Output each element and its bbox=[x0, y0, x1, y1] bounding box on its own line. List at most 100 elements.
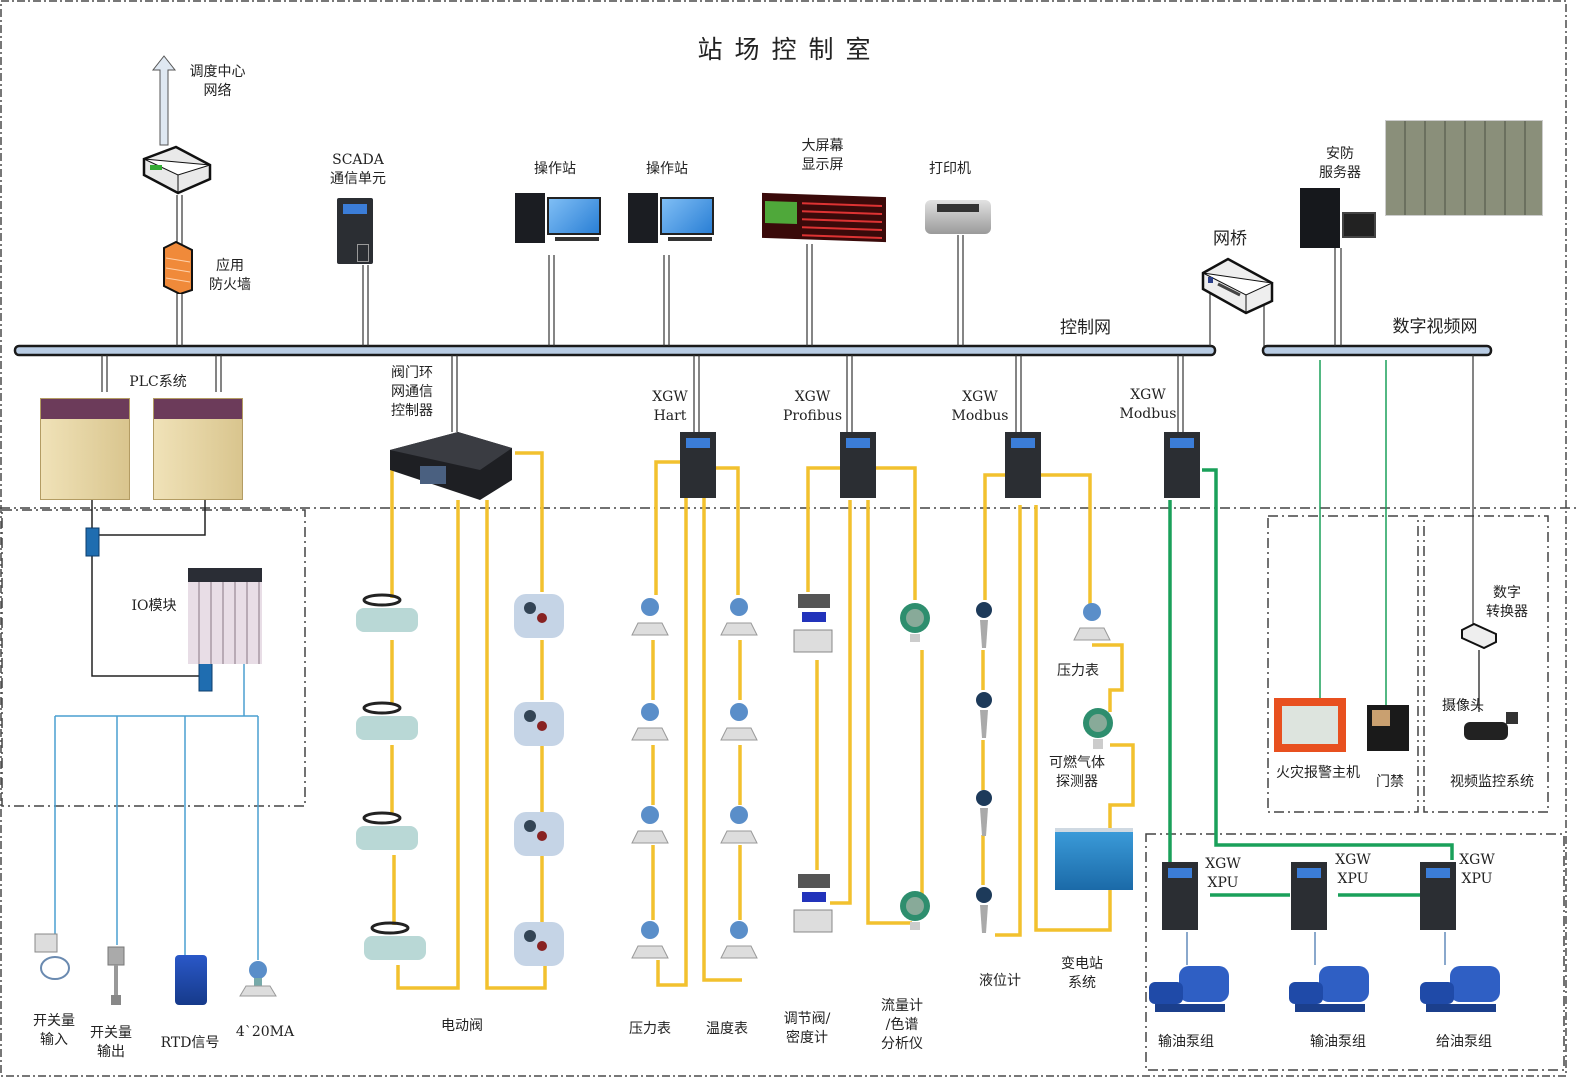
printer-icon[interactable] bbox=[925, 200, 991, 234]
switch-output-label: 开关量 输出 bbox=[90, 1025, 132, 1060]
op-station-2-label: 操作站 bbox=[646, 161, 688, 177]
temperature-transmitter-icon-1 bbox=[717, 595, 761, 639]
transmitter-4-20ma-icon bbox=[236, 958, 280, 1000]
xpu-gateway-icon-2[interactable] bbox=[1291, 862, 1327, 930]
temperature-transmitter-icon-3 bbox=[717, 803, 761, 847]
xgw-modbus-1-label: XGW Modbus bbox=[951, 389, 1009, 424]
rtd-device-icon bbox=[175, 955, 207, 1005]
io-connector-2 bbox=[198, 662, 213, 692]
control-valve-label: 调节阀/ 密度计 bbox=[783, 1011, 831, 1046]
plc-rack-icon-1[interactable] bbox=[40, 398, 130, 500]
digital-converter-label: 数字 转换器 bbox=[1486, 585, 1528, 620]
level-meter-label: 液位计 bbox=[979, 973, 1021, 989]
router-icon[interactable] bbox=[140, 145, 212, 195]
control-network-label: 控制网 bbox=[1060, 318, 1111, 338]
pressure-transmitter-icon-2 bbox=[628, 700, 672, 744]
dispatch-label: 调度中心 网络 bbox=[189, 64, 246, 99]
workstation-icon-1[interactable] bbox=[515, 193, 601, 245]
video-system-label: 视频监控系统 bbox=[1450, 774, 1534, 790]
firewall-icon[interactable] bbox=[162, 240, 194, 294]
scada-gateway-icon[interactable] bbox=[337, 198, 373, 264]
xgw-profibus-gateway-icon[interactable] bbox=[840, 432, 876, 498]
pump-2-label: 输油泵组 bbox=[1310, 1034, 1366, 1050]
plc-rack-icon-2[interactable] bbox=[153, 398, 243, 500]
switch-output-device-icon bbox=[106, 945, 126, 1007]
pressure-gauge-2-label: 压力表 bbox=[1057, 663, 1099, 679]
camera-icon[interactable] bbox=[1462, 710, 1522, 746]
io-module-icon[interactable] bbox=[188, 568, 262, 664]
actuator-icon-2 bbox=[512, 698, 577, 750]
rtd-label: RTD信号 bbox=[160, 1035, 220, 1051]
xgw-profibus-label: XGW Profibus bbox=[782, 389, 843, 424]
gas-detector-label: 可燃气体 探测器 bbox=[1049, 755, 1105, 790]
flowmeter-icon-1 bbox=[895, 600, 935, 644]
xpu-2-label: XGW XPU bbox=[1335, 852, 1371, 887]
electric-valve-icon-4 bbox=[360, 920, 430, 968]
xpu-3-label: XGW XPU bbox=[1459, 852, 1495, 887]
video-wall-thumbnail bbox=[1385, 120, 1543, 216]
io-signal-lines bbox=[54, 650, 259, 960]
io-connector-1 bbox=[85, 527, 100, 557]
temperature-transmitter-icon-2 bbox=[717, 700, 761, 744]
control-valve-icon-2 bbox=[790, 870, 836, 936]
electric-valve-icon-2 bbox=[352, 700, 422, 748]
pressure-transmitter-icon-4 bbox=[628, 918, 672, 962]
switch-input-label: 开关量 输入 bbox=[33, 1013, 75, 1048]
pump-icon-3 bbox=[1416, 962, 1504, 1014]
pump-1-label: 输油泵组 bbox=[1158, 1034, 1214, 1050]
bridge-label: 网桥 bbox=[1213, 229, 1247, 249]
fire-alarm-label: 火灾报警主机 bbox=[1276, 765, 1360, 781]
big-screen-label: 大屏幕 显示屏 bbox=[801, 138, 844, 173]
xgw-hart-gateway-icon[interactable] bbox=[680, 432, 716, 498]
valve-ring-controller-label: 阀门环 网通信 控制器 bbox=[391, 365, 433, 419]
access-control-label: 门禁 bbox=[1376, 774, 1404, 790]
analog-label: 4`20MA bbox=[235, 1024, 295, 1040]
pressure-gauge-label: 压力表 bbox=[629, 1021, 671, 1037]
dispatch-arrow bbox=[151, 55, 177, 146]
valve-ring-controller-icon[interactable] bbox=[388, 430, 513, 500]
flowmeter-icon-2 bbox=[895, 888, 935, 932]
video-frame bbox=[1423, 515, 1549, 813]
xgw-modbus-2-label: XGW Modbus bbox=[1119, 387, 1177, 422]
big-screen-icon[interactable] bbox=[762, 192, 886, 243]
switch-input-device-icon bbox=[33, 932, 75, 982]
pump-frame bbox=[1145, 833, 1565, 1071]
op-station-1-label: 操作站 bbox=[534, 161, 576, 177]
scada-label: SCADA 通信单元 bbox=[330, 152, 386, 187]
io-module-label: IO模块 bbox=[131, 598, 177, 614]
pump-icon-2 bbox=[1285, 962, 1373, 1014]
substation-icon bbox=[1055, 828, 1133, 890]
fire-alarm-panel-icon[interactable] bbox=[1274, 698, 1346, 752]
server-icon[interactable] bbox=[1300, 188, 1340, 248]
electric-valve-label: 电动阀 bbox=[441, 1018, 483, 1034]
printer-label: 打印机 bbox=[929, 161, 971, 177]
video-network-bus bbox=[1261, 344, 1493, 357]
xpu-1-label: XGW XPU bbox=[1205, 856, 1241, 891]
access-control-icon[interactable] bbox=[1367, 705, 1409, 751]
electric-valve-icon-1 bbox=[352, 592, 422, 640]
electric-valve-icon-3 bbox=[352, 810, 422, 858]
workstation-icon-2[interactable] bbox=[628, 193, 714, 245]
xgw-modbus-gateway-icon-2[interactable] bbox=[1164, 432, 1200, 498]
io-frame bbox=[1, 509, 306, 807]
actuator-icon-1 bbox=[512, 590, 577, 642]
pressure-transmitter-icon-3 bbox=[628, 803, 672, 847]
level-meter-icon-2 bbox=[972, 690, 996, 740]
temperature-transmitter-icon-4 bbox=[717, 918, 761, 962]
level-meter-icon-3 bbox=[972, 788, 996, 838]
bridge-icon[interactable] bbox=[1200, 257, 1274, 315]
substation-label: 变电站 系统 bbox=[1061, 956, 1103, 991]
fire-access-frame bbox=[1267, 515, 1419, 813]
pump-network-links bbox=[1168, 360, 1454, 897]
page-title: 站场控制室 bbox=[697, 35, 883, 64]
xpu-gateway-icon-1[interactable] bbox=[1162, 862, 1198, 930]
xgw-hart-label: XGW Hart bbox=[652, 389, 688, 424]
digital-converter-icon[interactable] bbox=[1460, 622, 1498, 650]
plc-label: PLC系统 bbox=[129, 374, 187, 390]
camera-label: 摄像头 bbox=[1442, 698, 1484, 714]
security-server-label: 安防 服务器 bbox=[1319, 146, 1361, 181]
temperature-gauge-label: 温度表 bbox=[706, 1021, 748, 1037]
xpu-gateway-icon-3[interactable] bbox=[1420, 862, 1456, 930]
xgw-modbus-gateway-icon-1[interactable] bbox=[1005, 432, 1041, 498]
